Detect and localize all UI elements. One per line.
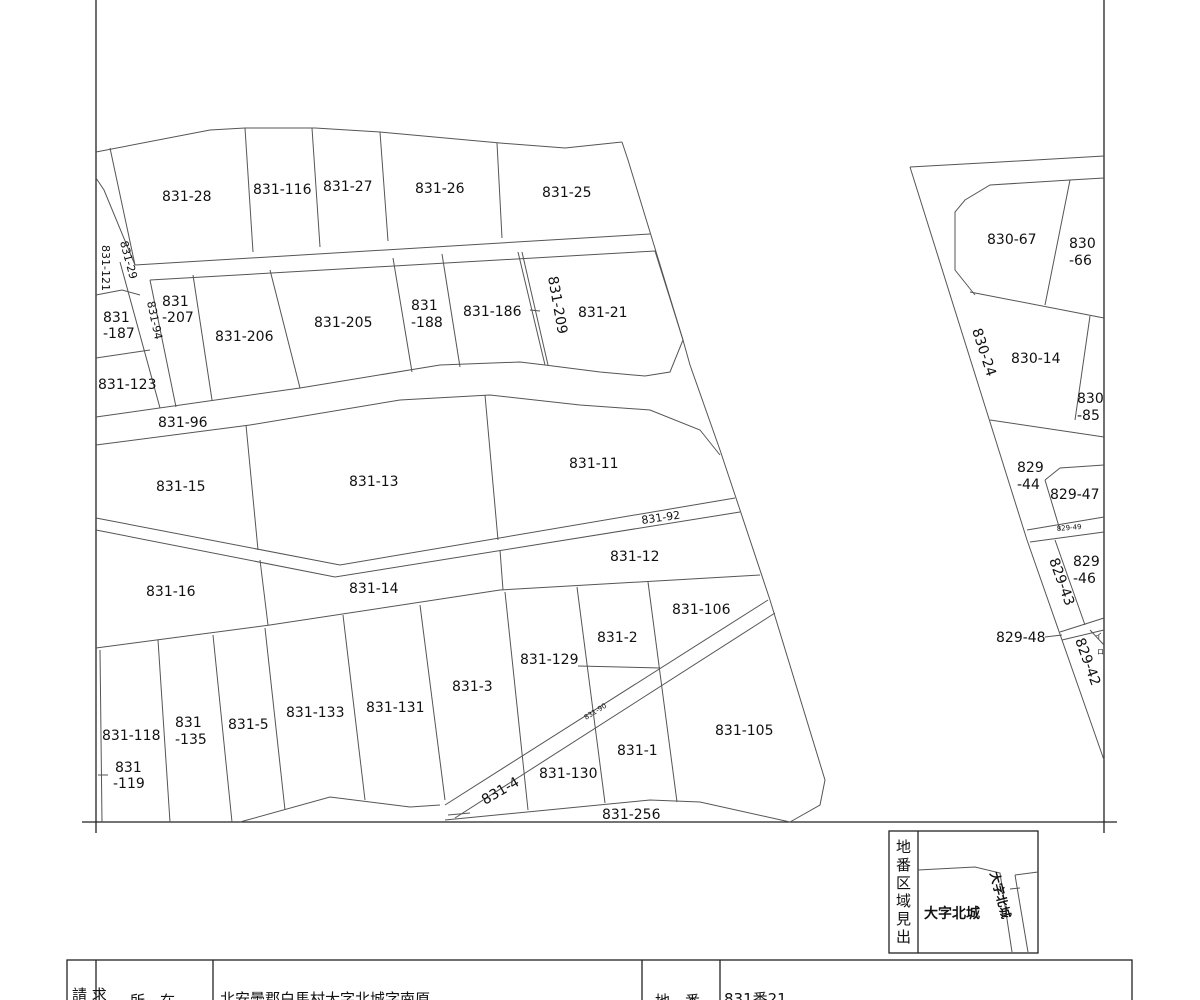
parcel-label: 831-12 xyxy=(610,549,660,565)
parcel-label: 829 xyxy=(1017,460,1044,476)
legend-title-char: 出 xyxy=(896,928,911,946)
parcel-label: 831 xyxy=(411,298,438,314)
parcel-label: 831-130 xyxy=(539,766,598,782)
legend-area-name: 大字北城 xyxy=(924,905,980,922)
parcel-label: -66 xyxy=(1069,253,1092,269)
legend-title-char: 地 xyxy=(896,838,911,856)
parcel-label: 831-118 xyxy=(102,728,161,744)
legend-title-char: 番 xyxy=(896,856,911,874)
parcel-label: イ xyxy=(1095,632,1102,640)
legend-title-char: 区 xyxy=(896,874,911,892)
parcel-label: 831-21 xyxy=(578,305,628,321)
parcel-label: 831-123 xyxy=(98,377,157,393)
parcel-label: 831-131 xyxy=(366,700,425,716)
parcel-boundaries xyxy=(95,127,1105,823)
parcel-label: -44 xyxy=(1017,477,1040,493)
parcel-label: -207 xyxy=(162,310,194,326)
parcel-label: 829-47 xyxy=(1050,487,1100,503)
parcel-label: 831 xyxy=(162,294,189,310)
parcel-label: 830 xyxy=(1077,391,1104,407)
parcel-label: -135 xyxy=(175,732,207,748)
parcel-label: -188 xyxy=(411,315,443,331)
parcel-label: 831-27 xyxy=(323,179,373,195)
legend-title-char: 域 xyxy=(896,892,911,910)
legend-title-char: 見 xyxy=(896,910,911,928)
parcel-label: 831-28 xyxy=(162,189,212,205)
parcel-label: 829-49 xyxy=(1056,523,1081,533)
parcel-label: 829-48 xyxy=(996,630,1046,646)
parcel-labels: 831-28 831-116 831-27 831-26 831-25 831-… xyxy=(98,179,1104,823)
parcel-label: 831-5 xyxy=(228,717,269,733)
parcel-label: 831-96 xyxy=(158,415,208,431)
parcel-label: 831-14 xyxy=(349,581,399,597)
parcel-label: ロ xyxy=(1097,648,1104,656)
parcel-label: 829 xyxy=(1073,554,1100,570)
parcel-label: 831-26 xyxy=(415,181,465,197)
parcel-label: 831-13 xyxy=(349,474,399,490)
parcel-label: 831-2 xyxy=(597,630,638,646)
parcel-label: 831-90 xyxy=(583,702,608,722)
request-table: 請 求 所 在 北安曇郡白馬村大字北城字南原 地 番 831番21 xyxy=(66,959,1133,1000)
parcel-label: 830 xyxy=(1069,236,1096,252)
parcel-label: 831-11 xyxy=(569,456,619,472)
parcel-label: 831-209 xyxy=(544,275,570,335)
legend-index-box: 地 番 区 域 見 出 大字北城 大字北城 xyxy=(888,830,1039,954)
parcel-label: 831 xyxy=(175,715,202,731)
parcel-label: -119 xyxy=(113,776,145,792)
table-header: 請 求 xyxy=(72,986,107,1000)
parcel-label: 831-206 xyxy=(215,329,274,345)
legend-area-name-rotated: 大字北城 xyxy=(987,870,1014,920)
parcel-label: 831-116 xyxy=(253,182,312,198)
parcel-label: 831-1 xyxy=(617,743,658,759)
location-value: 北安曇郡白馬村大字北城字南原 xyxy=(220,990,430,1000)
parcel-label: 831-25 xyxy=(542,185,592,201)
parcel-label: 830-24 xyxy=(968,326,999,378)
parcel-label: 830-67 xyxy=(987,232,1037,248)
parcel-label: 831 xyxy=(103,310,130,326)
parcel-label: -46 xyxy=(1073,571,1096,587)
parcel-label: 831-92 xyxy=(641,509,681,527)
parcel-label: 831-186 xyxy=(463,304,522,320)
parcel-label: 831-133 xyxy=(286,705,345,721)
parcel-label: 831 xyxy=(115,760,142,776)
parcel-label: 831-3 xyxy=(452,679,493,695)
parcel-label: 831-29 xyxy=(117,239,140,280)
parcel-label: 830-14 xyxy=(1011,351,1061,367)
parcel-label: 831-205 xyxy=(314,315,373,331)
parcel-label: 831-105 xyxy=(715,723,774,739)
parcel-label: 831-256 xyxy=(602,807,661,823)
parcel-label: 831-121 xyxy=(99,245,112,291)
lot-value: 831番21 xyxy=(724,990,787,1000)
parcel-label: 831-15 xyxy=(156,479,206,495)
parcel-label: 831-129 xyxy=(520,652,579,668)
lot-label: 地 番 xyxy=(655,992,700,1000)
parcel-label: 831-16 xyxy=(146,584,196,600)
parcel-label: 831-106 xyxy=(672,602,731,618)
parcel-label: -187 xyxy=(103,326,135,342)
parcel-label: -85 xyxy=(1077,408,1100,424)
location-label: 所 在 xyxy=(130,992,175,1000)
